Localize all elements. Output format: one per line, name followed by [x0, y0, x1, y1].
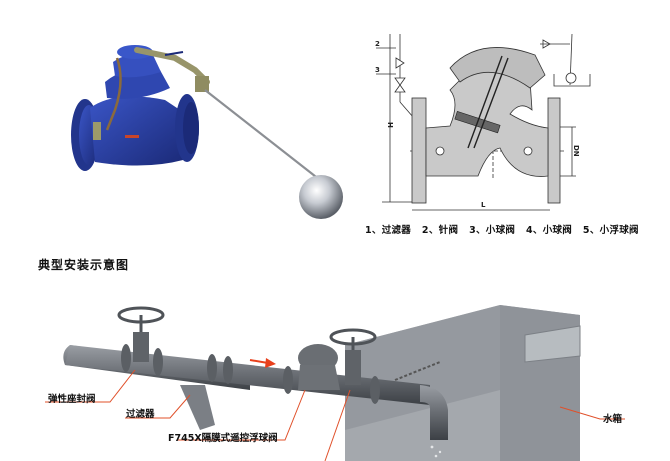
dim-dn-label: DN	[572, 145, 580, 157]
label-float-valve: F745X隔膜式遥控浮球阀	[168, 433, 278, 444]
label-gate-valve: 弹性座封阀	[48, 394, 96, 405]
valve-cross-section-icon: H L DN 2 3	[375, 33, 591, 211]
dim-h-label: H	[386, 122, 394, 128]
installation-diagram	[0, 290, 670, 461]
callout-3: 3	[375, 66, 380, 74]
pipeline-installation-icon	[45, 305, 625, 461]
installation-section-title: 典型安装示意图	[38, 258, 130, 272]
valve-schematic: H L DN 2 3	[360, 30, 600, 215]
callout-2: 2	[375, 40, 380, 48]
product-photo	[55, 30, 365, 230]
dim-l-label: L	[481, 201, 486, 209]
label-filter: 过滤器	[126, 409, 155, 420]
label-water-tank: 水箱	[603, 414, 623, 425]
schematic-legend: 1、过滤器 2、针阀 3、小球阀 4、小球阀 5、小浮球阀	[365, 225, 639, 236]
float-valve-photo-icon	[71, 45, 343, 219]
